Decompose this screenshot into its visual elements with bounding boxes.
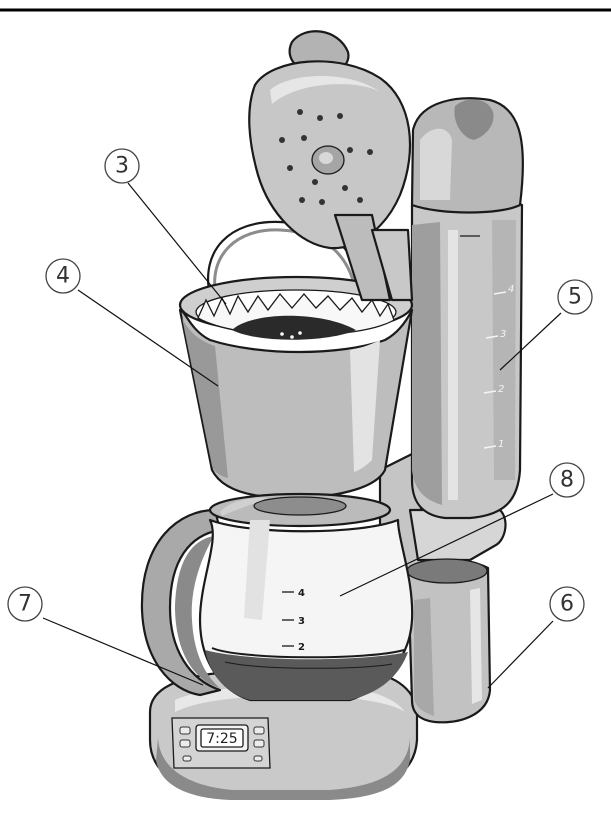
leader-3 <box>128 183 226 304</box>
carafe-scale-2: 2 <box>298 642 305 653</box>
control-panel: 7:25 <box>172 718 270 768</box>
svg-text:5: 5 <box>568 285 582 310</box>
button-bottom-left[interactable] <box>183 756 191 761</box>
svg-text:3: 3 <box>115 154 129 179</box>
carafe-scale-4: 4 <box>298 588 305 599</box>
reservoir-scale-2: 2 <box>498 384 504 395</box>
callout-8: 8 <box>550 463 584 497</box>
svg-text:8: 8 <box>560 468 574 493</box>
button-right-lower[interactable] <box>254 740 264 747</box>
leader-6 <box>488 621 553 688</box>
reservoir-scale-1: 1 <box>498 439 504 450</box>
brew-lid <box>249 31 412 300</box>
button-left-lower[interactable] <box>180 740 190 747</box>
reservoir-scale-3: 3 <box>500 329 506 340</box>
side-cup <box>407 559 490 722</box>
button-right-upper[interactable] <box>254 727 264 734</box>
callout-3: 3 <box>105 149 139 183</box>
callout-7: 7 <box>8 587 42 621</box>
carafe-scale-3: 3 <box>298 616 305 627</box>
reservoir-lid <box>412 98 523 212</box>
svg-text:4: 4 <box>56 264 70 289</box>
clock-display: 7:25 <box>206 731 237 747</box>
water-reservoir <box>412 198 522 519</box>
svg-text:7: 7 <box>18 592 32 617</box>
reservoir-scale-4: 4 <box>508 284 514 295</box>
callout-6: 6 <box>550 587 584 621</box>
callout-4: 4 <box>46 259 80 293</box>
button-bottom-right[interactable] <box>254 756 262 761</box>
callout-5: 5 <box>558 280 592 314</box>
button-left-upper[interactable] <box>180 727 190 734</box>
svg-text:6: 6 <box>560 592 574 617</box>
carafe: 4 3 2 <box>142 494 412 700</box>
